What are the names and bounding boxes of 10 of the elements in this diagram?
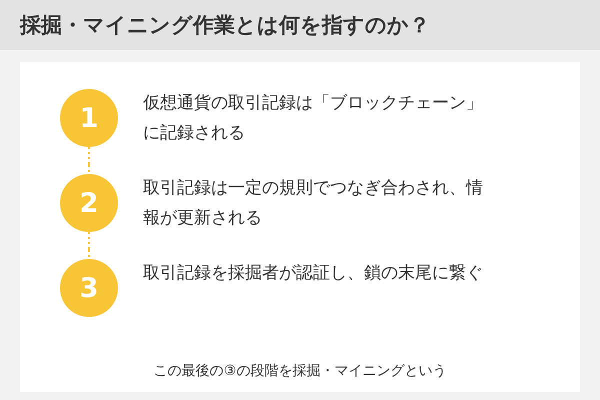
caption: この最後の③の段階を採掘・マイニングという	[152, 362, 448, 380]
title: 採掘・マイニング作業とは何を指すのか？	[20, 12, 430, 39]
step-text: 取引記録は一定の規則でつなぎ合わされ、情報が更新される	[143, 177, 483, 230]
step-text: 取引記録を採掘者が認証し、鎖の末尾に繋ぐ	[143, 262, 483, 285]
number-circle: 1	[60, 89, 118, 147]
number-circle: 2	[60, 174, 118, 232]
step-text: 仮想通貨の取引記録は「ブロックチェーン」に記録される	[143, 92, 483, 145]
number-circle: 3	[60, 259, 118, 317]
dotted-connector	[88, 147, 90, 174]
dotted-connector	[88, 232, 90, 259]
